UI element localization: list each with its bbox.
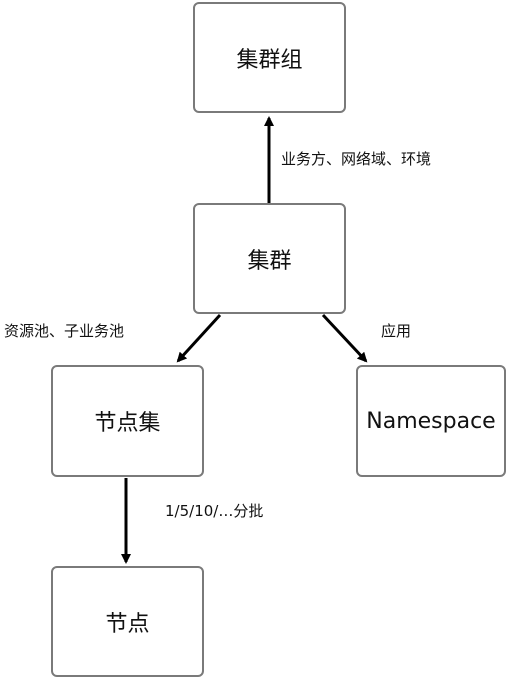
label-cluster-to-node-set: 资源池、子业务池 [4, 322, 125, 340]
node-cluster: 集群 [193, 203, 346, 314]
arrow-cluster-to-node-set [176, 313, 222, 363]
label-cluster-to-group: 业务方、网络域、环境 [281, 150, 432, 168]
node-node: 节点 [51, 566, 204, 677]
label-node-set-to-node: 1/5/10/…分批 [165, 502, 264, 520]
label-cluster-to-namespace: 应用 [381, 322, 412, 340]
node-node-set: 节点集 [51, 365, 204, 477]
node-cluster-group: 集群组 [193, 2, 346, 113]
arrow-cluster-to-namespace [321, 313, 368, 363]
node-namespace: Namespace [356, 365, 506, 477]
